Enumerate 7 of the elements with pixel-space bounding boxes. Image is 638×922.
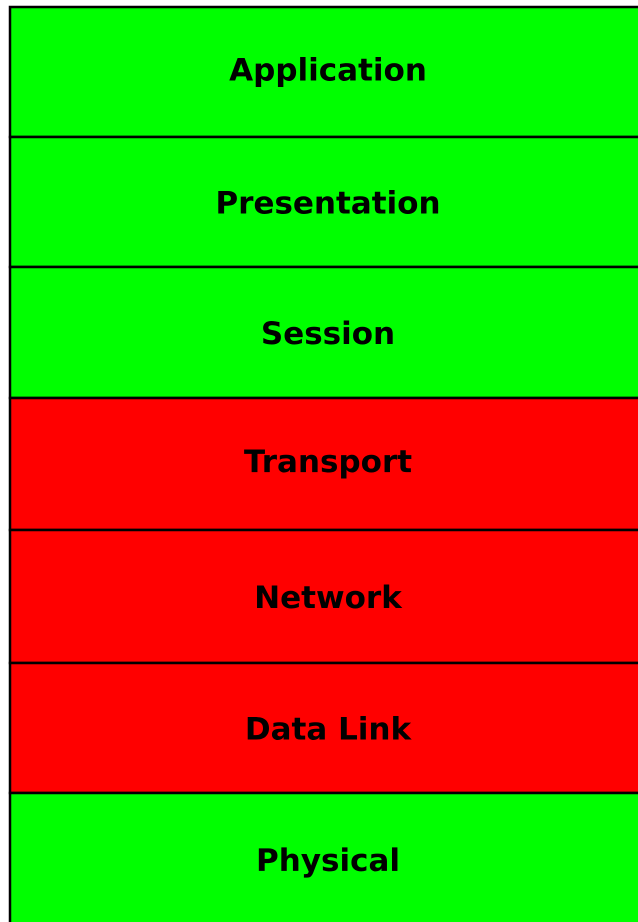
layer-band: Presentation bbox=[8, 136, 638, 268]
layer-band: Session bbox=[8, 266, 638, 400]
layer-band: Data Link bbox=[8, 662, 638, 794]
layer-band: Physical bbox=[8, 792, 638, 922]
layer-band: Transport bbox=[8, 396, 638, 532]
layer-band: Network bbox=[8, 528, 638, 664]
layer-band: Application bbox=[8, 6, 638, 138]
